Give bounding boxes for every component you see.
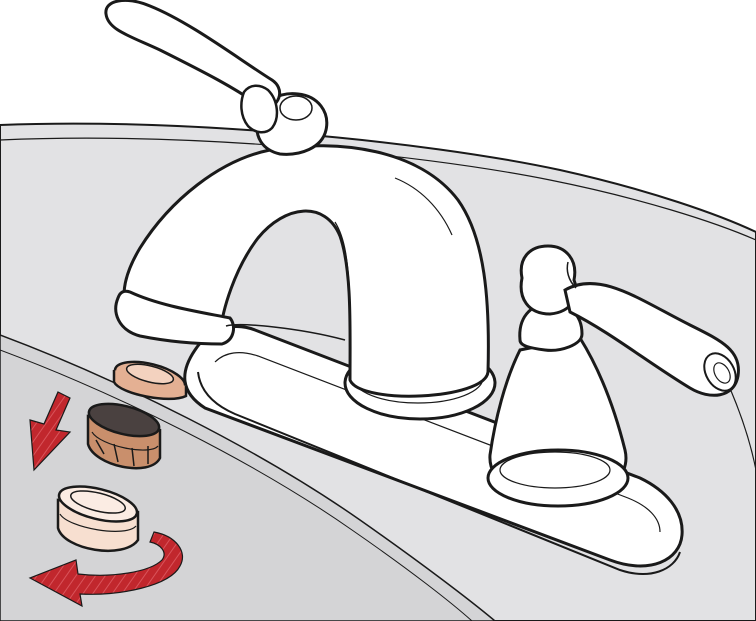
faucet-aerator-diagram	[0, 0, 756, 621]
illustration-frame	[0, 0, 756, 621]
